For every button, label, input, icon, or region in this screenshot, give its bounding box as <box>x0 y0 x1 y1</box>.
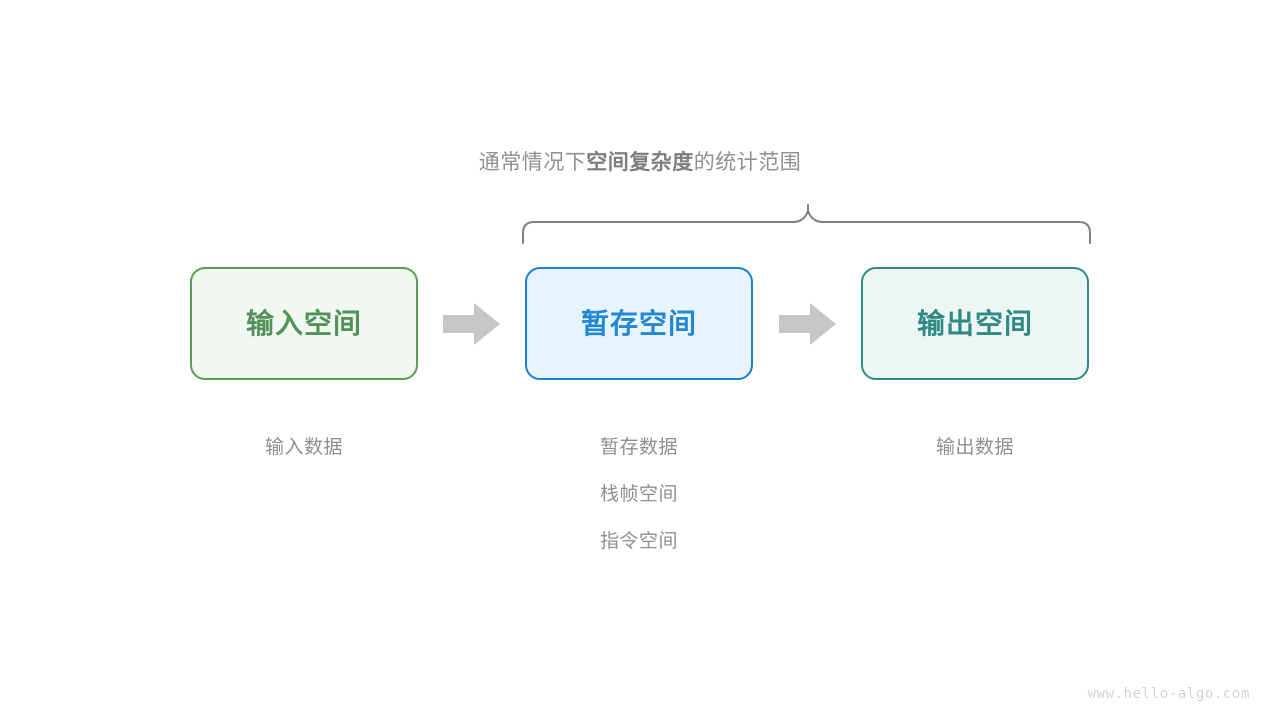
stage-label-temp: 暂存空间 <box>580 307 697 339</box>
caption-column-output: 输出数据 <box>861 424 1089 471</box>
stage-box-output: 输出空间 <box>861 267 1089 380</box>
flow-arrow-icon <box>443 303 500 345</box>
caption-line: 指令空间 <box>599 531 678 552</box>
flow-arrow-icon <box>779 303 836 345</box>
brace-caption-prefix: 通常情况下 <box>478 151 587 174</box>
caption-column-temp: 暂存数据 栈帧空间 指令空间 <box>525 424 753 565</box>
brace-caption-emphasis: 空间复杂度 <box>586 151 694 174</box>
watermark: www.hello-algo.com <box>1087 686 1250 702</box>
caption-column-input: 输入数据 <box>190 424 418 471</box>
brace-caption-suffix: 的统计范围 <box>693 151 802 174</box>
caption-line: 输出数据 <box>935 437 1014 458</box>
brace-caption: 通常情况下空间复杂度的统计范围 <box>0 146 1280 176</box>
caption-line: 输入数据 <box>264 437 343 458</box>
caption-line: 栈帧空间 <box>599 484 678 505</box>
stage-box-input: 输入空间 <box>190 267 418 380</box>
stage-label-output: 输出空间 <box>916 307 1033 339</box>
stage-box-temp: 暂存空间 <box>525 267 753 380</box>
caption-line: 暂存数据 <box>599 437 678 458</box>
stage-label-input: 输入空间 <box>245 307 362 339</box>
scope-brace-icon <box>522 204 1091 244</box>
